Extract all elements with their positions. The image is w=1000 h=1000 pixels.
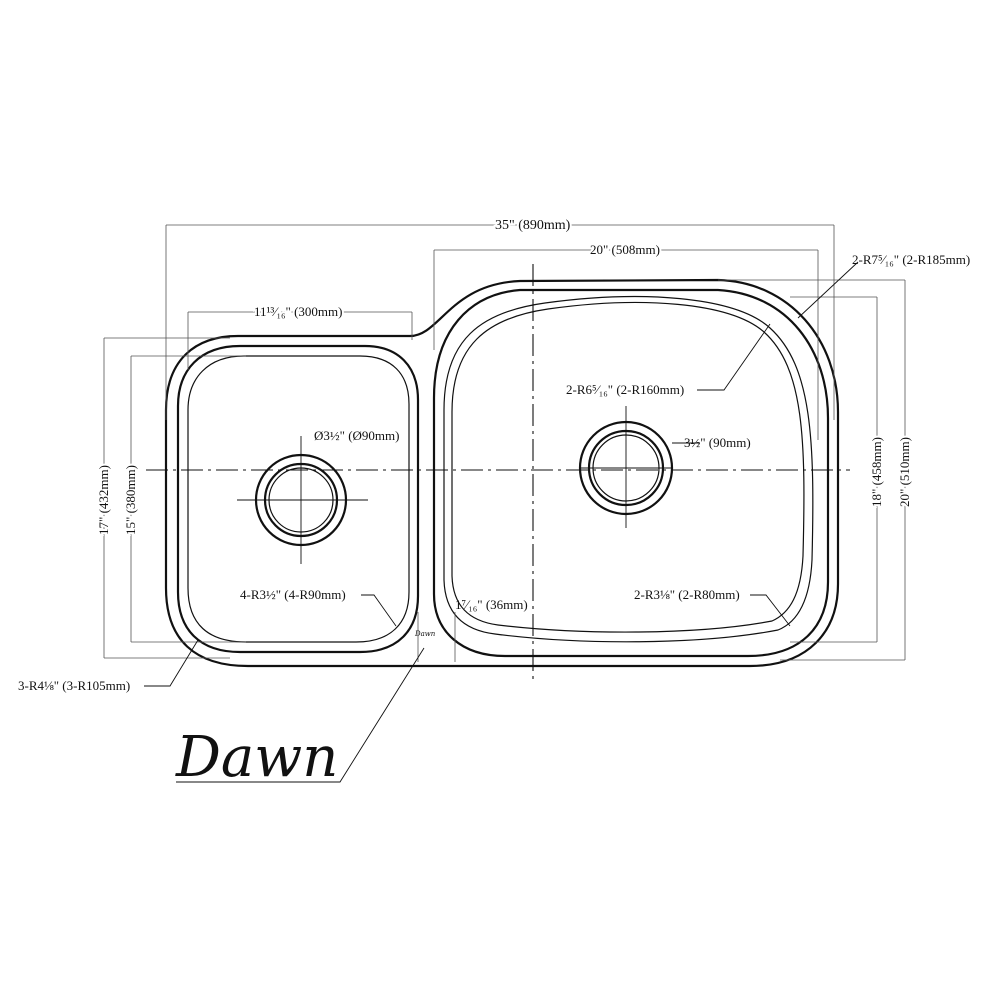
large-bowl-width-label: 20" (508mm) xyxy=(590,242,660,257)
small-bowl-width-label: 11¹³⁄₁₆" (300mm) xyxy=(254,304,343,319)
overall-width-label: 35" (890mm) xyxy=(495,218,571,233)
large-bowl-depth-label: 18" (458mm) xyxy=(869,437,884,507)
large-drain-label: 3½" (90mm) xyxy=(684,435,751,450)
large-bottom-radius-label: 2-R3⅛" (2-R80mm) xyxy=(634,587,740,602)
dawn-logo: Dawn xyxy=(175,725,338,790)
divider-width-label: 1⁷⁄₁₆" (36mm) xyxy=(455,597,528,612)
large-bowl-inner-offset xyxy=(451,301,805,633)
small-bowl-depth-label: 15" (380mm) xyxy=(123,465,138,535)
dimension-lines xyxy=(103,224,906,662)
overall-depth-label: 20" (510mm) xyxy=(897,437,912,507)
center-lines xyxy=(146,264,850,682)
large-bowl-inner xyxy=(443,295,814,643)
small-bowl-inner xyxy=(187,355,410,643)
left-outer-depth-label: 17" (432mm) xyxy=(96,465,111,535)
small-bowl-radius-label: 4-R3½" (4-R90mm) xyxy=(240,587,346,602)
outer-corner-radius-label: 3-R4⅛" (3-R105mm) xyxy=(18,678,130,693)
small-drain-label: Ø3½" (Ø90mm) xyxy=(314,428,399,443)
leader-lines xyxy=(144,261,859,783)
large-top-outer-radius-label: 2-R7⁵⁄₁₆" (2-R185mm) xyxy=(852,252,970,267)
small-bowl-outer xyxy=(176,344,420,654)
large-bowl-outer xyxy=(432,288,830,658)
large-top-inner-radius-label: 2-R6⁵⁄₁₆" (2-R160mm) xyxy=(566,382,684,397)
sink-brand-stamp: Dawn xyxy=(414,630,436,638)
